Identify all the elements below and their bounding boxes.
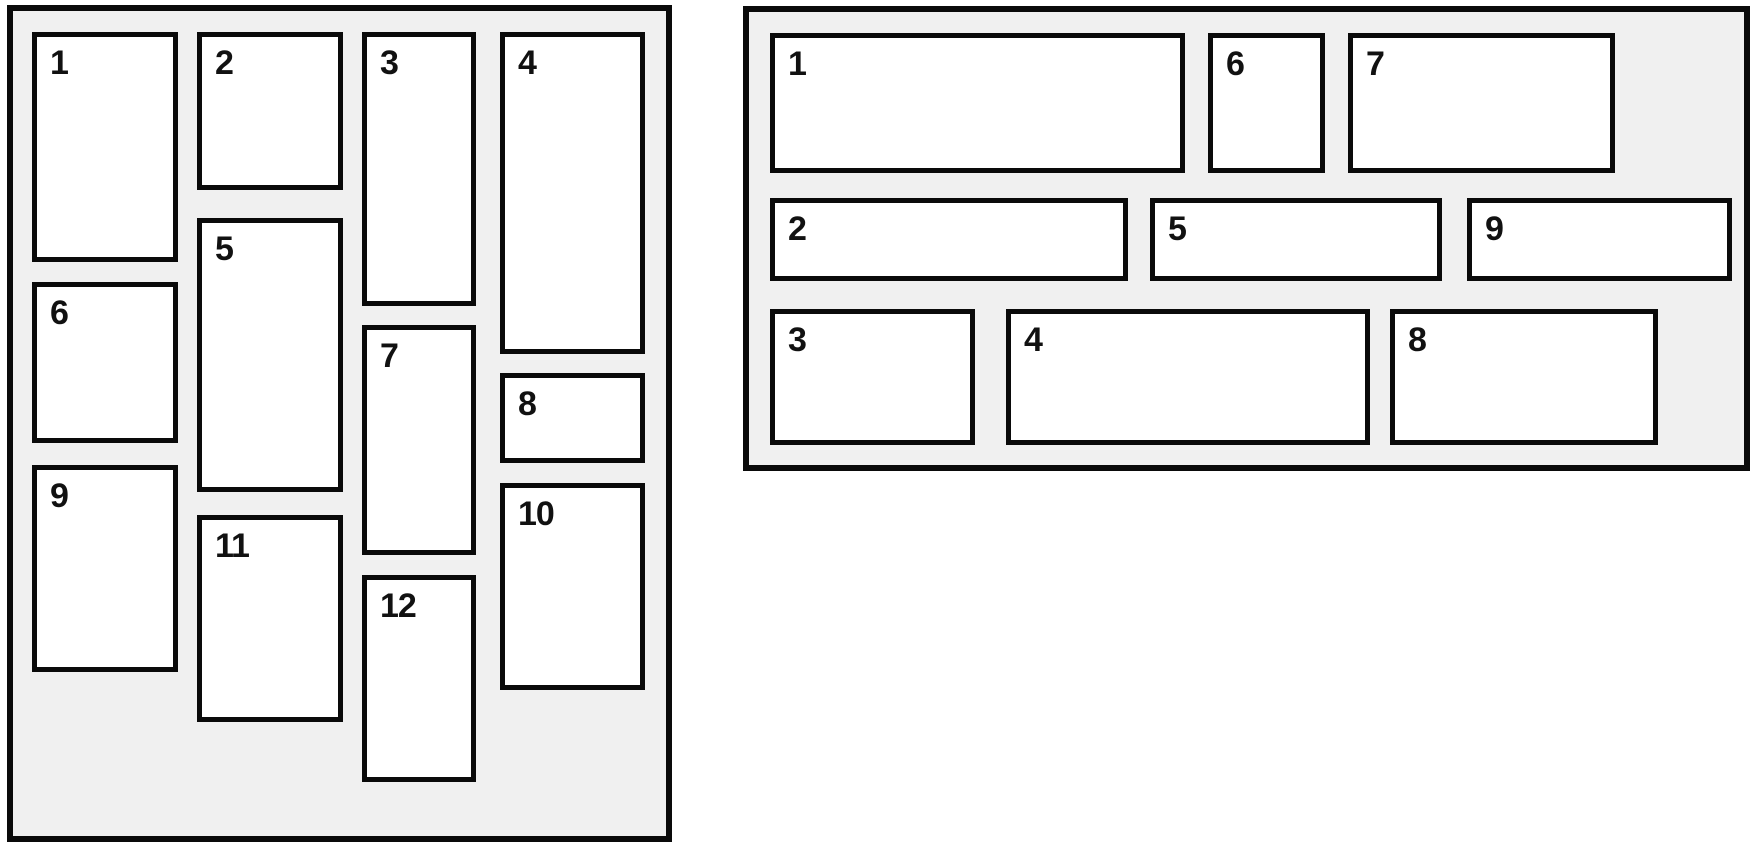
- tile-v-2: 2: [197, 32, 343, 190]
- tile-number: 1: [50, 44, 69, 82]
- tile-h-9: 9: [1467, 198, 1732, 281]
- tile-number: 5: [215, 230, 234, 268]
- tile-v-3: 3: [362, 32, 476, 306]
- tile-v-12: 12: [362, 575, 476, 782]
- tile-number: 2: [788, 210, 807, 248]
- tile-number: 2: [215, 44, 234, 82]
- tile-number: 9: [50, 477, 69, 515]
- tile-number: 3: [788, 321, 807, 359]
- tile-v-11: 11: [197, 515, 343, 722]
- tile-h-6: 6: [1208, 33, 1325, 173]
- tile-number: 8: [1408, 321, 1427, 359]
- tile-number: 6: [50, 294, 69, 332]
- tile-h-5: 5: [1150, 198, 1442, 281]
- tile-h-2: 2: [770, 198, 1128, 281]
- tile-number: 11: [215, 527, 250, 565]
- tile-number: 7: [380, 337, 399, 375]
- tile-h-1: 1: [770, 33, 1185, 173]
- tile-v-1: 1: [32, 32, 178, 262]
- tile-number: 7: [1366, 45, 1385, 83]
- tile-number: 4: [518, 44, 537, 82]
- tile-number: 4: [1024, 321, 1043, 359]
- tile-v-9: 9: [32, 465, 178, 672]
- tile-number: 6: [1226, 45, 1245, 83]
- tile-h-3: 3: [770, 309, 975, 445]
- tile-h-7: 7: [1348, 33, 1615, 173]
- tile-number: 8: [518, 385, 537, 423]
- tile-v-10: 10: [500, 483, 645, 690]
- tile-number: 9: [1485, 210, 1504, 248]
- tile-v-8: 8: [500, 373, 645, 463]
- tile-number: 3: [380, 44, 399, 82]
- tile-number: 1: [788, 45, 807, 83]
- tile-h-4: 4: [1006, 309, 1370, 445]
- tile-v-6: 6: [32, 282, 178, 443]
- tile-number: 10: [518, 495, 555, 533]
- tile-h-8: 8: [1390, 309, 1658, 445]
- tile-number: 5: [1168, 210, 1187, 248]
- tile-v-7: 7: [362, 325, 476, 555]
- tile-number: 12: [380, 587, 417, 625]
- tile-v-4: 4: [500, 32, 645, 354]
- tile-v-5: 5: [197, 218, 343, 492]
